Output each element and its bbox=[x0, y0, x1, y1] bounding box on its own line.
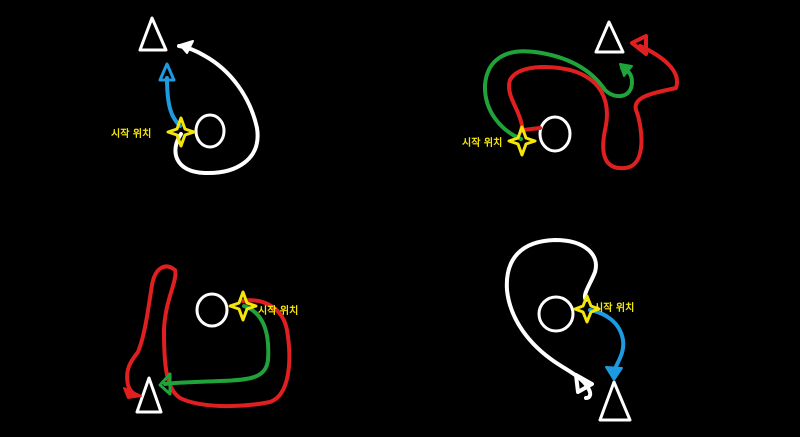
red-path bbox=[125, 264, 292, 409]
start-star bbox=[166, 116, 196, 148]
panel-bottom-right: 시작 위치 bbox=[504, 238, 634, 422]
obstacle-circle bbox=[537, 295, 575, 333]
red-arrowhead bbox=[123, 387, 142, 399]
start-line bbox=[521, 126, 542, 132]
start-star bbox=[228, 290, 258, 322]
panel-top-left: 시작 위치 bbox=[111, 16, 260, 176]
goal-triangle bbox=[135, 376, 163, 414]
green-arrowhead bbox=[158, 372, 172, 396]
blue-arrowhead bbox=[158, 62, 176, 82]
white-path bbox=[173, 44, 260, 176]
goal-triangle bbox=[594, 20, 625, 54]
obstacle-circle bbox=[194, 113, 226, 149]
green-path bbox=[163, 304, 271, 386]
start-star bbox=[507, 125, 537, 157]
green-arrowhead bbox=[619, 63, 633, 77]
red-path bbox=[507, 44, 679, 171]
blue-arrowhead bbox=[605, 366, 623, 381]
obstacle-circle bbox=[195, 292, 229, 328]
white-arrowhead bbox=[179, 40, 194, 54]
red-arrowhead bbox=[630, 34, 648, 56]
blue-path bbox=[588, 308, 626, 374]
start-label: 시작 위치 bbox=[462, 136, 502, 149]
green-path bbox=[482, 49, 634, 141]
goal-triangle bbox=[598, 380, 632, 422]
panel-bottom-left: 시작 위치 bbox=[123, 264, 298, 414]
start-label: 시작 위치 bbox=[594, 301, 634, 314]
goal-triangle bbox=[138, 16, 168, 52]
white-arrowhead bbox=[574, 373, 594, 394]
start-star bbox=[573, 294, 601, 324]
obstacle-circle bbox=[538, 115, 572, 153]
panel-top-right: 시작 위치 bbox=[462, 20, 679, 171]
start-label: 시작 위치 bbox=[258, 304, 298, 317]
start-label: 시작 위치 bbox=[111, 127, 151, 140]
